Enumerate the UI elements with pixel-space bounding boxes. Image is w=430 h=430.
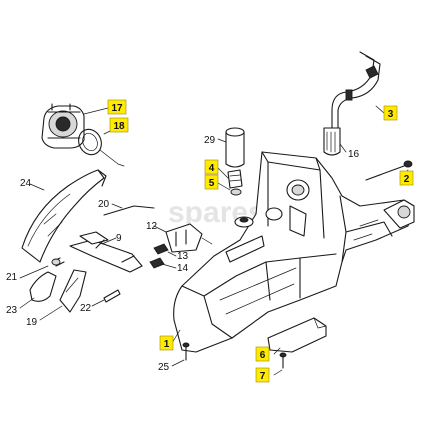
label-5[interactable]: 5	[204, 174, 219, 190]
label-14[interactable]: 14	[177, 263, 189, 274]
label-12[interactable]: 12	[146, 221, 158, 232]
leader-module	[201, 237, 213, 245]
label-17[interactable]: 17	[107, 99, 127, 115]
part-18-gasket	[78, 128, 125, 167]
part-14-clip	[149, 257, 165, 269]
label-9[interactable]: 9	[116, 233, 122, 244]
part-12-module	[165, 223, 203, 253]
label-4[interactable]: 4	[204, 159, 219, 175]
svg-text:17: 17	[111, 103, 123, 114]
label-3[interactable]: 3	[383, 105, 398, 121]
part-5-oring	[230, 188, 242, 196]
label-6[interactable]: 6	[255, 346, 270, 362]
part-7-screw	[279, 352, 287, 369]
svg-text:18: 18	[113, 121, 125, 132]
svg-text:2: 2	[404, 174, 410, 185]
label-7[interactable]: 7	[255, 367, 270, 383]
part-1-housing	[173, 151, 415, 353]
part-6-plate	[267, 317, 327, 353]
label-20[interactable]: 20	[98, 199, 110, 210]
label-29[interactable]: 29	[204, 135, 216, 146]
part-13-clip	[153, 243, 169, 255]
svg-text:7: 7	[260, 371, 266, 382]
label-22[interactable]: 22	[80, 303, 92, 314]
label-2[interactable]: 2	[399, 170, 414, 186]
svg-text:3: 3	[388, 109, 394, 120]
svg-text:5: 5	[209, 178, 215, 189]
part-29-filter	[225, 127, 245, 168]
part-2-screw	[365, 160, 413, 181]
part-23-trigger	[29, 271, 57, 302]
part-9-lever	[69, 231, 143, 273]
label-24[interactable]: 24	[20, 178, 32, 189]
label-1[interactable]: 1	[159, 335, 174, 351]
label-23[interactable]: 23	[6, 305, 18, 316]
part-20-rod	[103, 205, 155, 216]
part-21-pin	[51, 257, 65, 267]
part-19-lever	[59, 269, 87, 313]
label-21[interactable]: 21	[6, 272, 18, 283]
part-25-screw	[182, 342, 190, 361]
part-22-pin	[103, 289, 121, 303]
label-25[interactable]: 25	[158, 362, 170, 373]
label-16[interactable]: 16	[348, 149, 360, 160]
part-17-carburetor	[41, 103, 85, 149]
part-3-hose	[331, 51, 381, 129]
svg-text:1: 1	[164, 339, 170, 350]
label-18[interactable]: 18	[109, 117, 129, 133]
label-19[interactable]: 19	[26, 317, 38, 328]
svg-text:4: 4	[209, 163, 215, 174]
part-24-cover	[21, 169, 107, 263]
label-13[interactable]: 13	[177, 251, 189, 262]
part-16-strainer	[323, 127, 341, 156]
svg-text:6: 6	[260, 350, 266, 361]
part-4-fitting	[227, 169, 243, 189]
